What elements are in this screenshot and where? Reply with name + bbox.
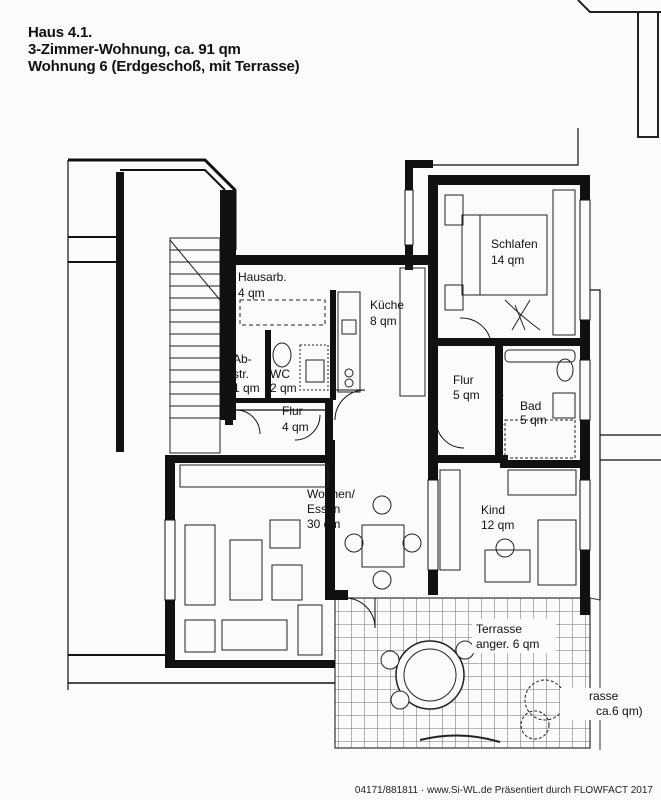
footer-credit: 04171/881811 · www.Si-WL.de Präsentiert … <box>354 785 653 796</box>
label-flur-left-name: Flur <box>282 404 303 418</box>
label-kueche-area: 8 qm <box>370 314 397 328</box>
plan-header: Haus 4.1. 3-Zimmer-Wohnung, ca. 91 qm Wo… <box>28 24 300 75</box>
label-terrasse-name: Terrasse <box>476 622 522 636</box>
room-labels: Hausarb. 4 qm Küche 8 qm Ab- str. 1 qm W… <box>233 237 650 720</box>
label-wohnen-area: 30 qm <box>307 517 340 531</box>
label-abstr-name2: str. <box>233 367 249 381</box>
kitchen-fixtures <box>239 267 426 397</box>
label-terrasse2-name: rasse <box>589 689 619 703</box>
house-number: Haus 4.1. <box>28 24 93 41</box>
bedroom-furniture <box>444 189 576 336</box>
label-flur-right-name: Flur <box>453 373 474 387</box>
apartment-size: 3-Zimmer-Wohnung, ca. 91 qm <box>28 41 241 58</box>
neighbor-building <box>577 0 661 138</box>
label-bad-name: Bad <box>520 399 541 413</box>
label-wohnen-name1: Wohnen/ <box>307 487 355 501</box>
label-abstr-area: 1 qm <box>233 381 260 395</box>
living-room-furniture <box>179 464 422 656</box>
label-terrasse2-area: ca.6 qm) <box>596 704 643 718</box>
windows <box>164 189 591 601</box>
wc-fixtures <box>272 342 329 391</box>
label-wohnen-name2: Essen <box>307 502 340 516</box>
label-flur-right-area: 5 qm <box>453 388 480 402</box>
bathroom-fixtures <box>504 349 576 459</box>
label-terrasse-area: anger. 6 qm <box>476 637 539 651</box>
label-kind-area: 12 qm <box>481 518 514 532</box>
label-bad-area: 5 qm <box>520 413 547 427</box>
label-kind-name: Kind <box>481 503 505 517</box>
label-flur-left-area: 4 qm <box>282 420 309 434</box>
label-schlafen-area: 14 qm <box>491 253 524 267</box>
outlines <box>67 128 661 690</box>
label-hausarb-name: Hausarb. <box>238 270 287 284</box>
label-kueche-name: Küche <box>370 298 404 312</box>
label-wc-area: 2 qm <box>270 381 297 395</box>
kids-room-furniture <box>439 469 577 586</box>
label-wc-name: WC <box>270 367 290 381</box>
label-schlafen-name: Schlafen <box>491 237 538 251</box>
label-hausarb-area: 4 qm <box>238 286 265 300</box>
label-abstr-name1: Ab- <box>233 352 252 366</box>
apartment-title: Wohnung 6 (Erdgeschoß, mit Terrasse) <box>28 58 300 75</box>
